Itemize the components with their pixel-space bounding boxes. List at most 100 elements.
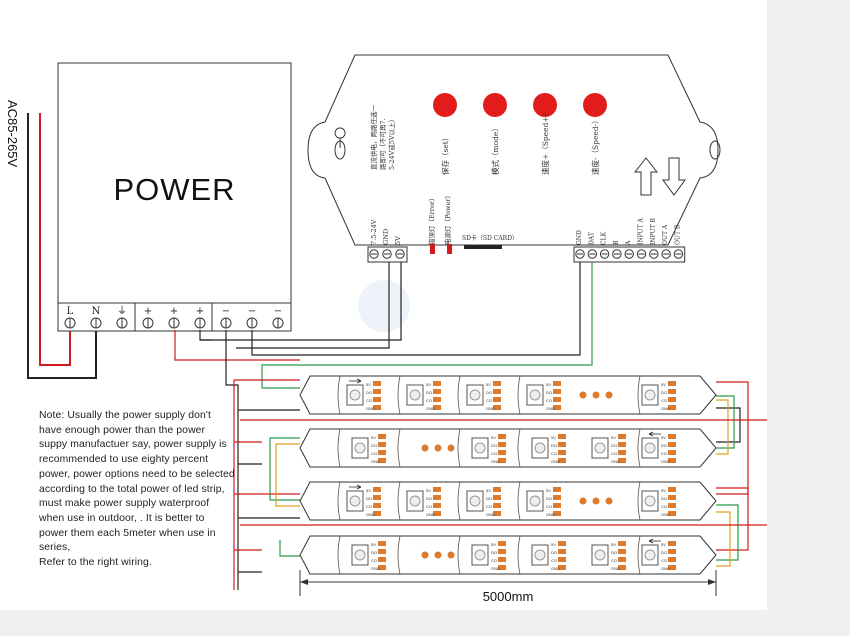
solder-pad [668,511,676,516]
solder-pad [558,541,566,546]
screw-terminal-icon [90,317,102,329]
screw-terminal-icon [649,249,659,259]
pin-label: DO [486,390,492,395]
solder-pad [668,503,676,508]
pin-label: GND [486,406,495,411]
pin-label: 5V [546,382,551,387]
solder-pad [433,405,441,410]
pin-label: CO [491,451,497,456]
pin-label: DO [546,390,552,395]
led-chip [641,544,659,566]
led-chip [471,544,489,566]
ac-input-wires [27,113,97,379]
pin-label: DO [426,496,432,501]
led-chip [346,384,364,406]
screw-terminal-icon [612,249,622,259]
pin-label: GND [661,406,670,411]
solder-pad [378,557,386,562]
power-supply [57,62,292,332]
continuation-dot [592,497,600,505]
screw-terminal-icon [369,249,379,259]
psu-terminal-label: − [274,306,282,317]
strip-length-label: 5000mm [482,589,534,604]
sd-card-label: SD卡（SD CARD） [462,234,518,242]
screw-terminal-icon [575,249,585,259]
solder-pad [378,549,386,554]
arrow-up-icon [633,157,659,196]
solder-pad [558,442,566,447]
pin-label: GND [546,512,555,517]
led-chip [526,490,544,512]
pin-label: 5V [371,542,376,547]
pin-label: CO [491,558,497,563]
psu-terminal-label: − [248,306,256,317]
solder-pad [498,565,506,570]
continuation-dot [434,444,442,452]
indicator-leds [430,244,452,254]
led-chip [641,437,659,459]
psu-terminal-label: ⏚ [117,305,127,317]
solder-pad [668,405,676,410]
controller-button[interactable] [583,93,607,117]
power-terminal-label: 7.5-24V [370,219,378,245]
pin-label: GND [426,512,435,517]
ac-input-label: AC85-265V [5,100,20,168]
solder-pad [558,565,566,570]
solder-pad [668,557,676,562]
screw-terminal-icon [116,317,128,329]
solder-pad [668,458,676,463]
pin-label: 5V [491,435,496,440]
pin-label: 5V [546,488,551,493]
solder-pad [618,549,626,554]
pin-label: GND [491,566,500,571]
solder-pad [553,389,561,394]
pin-label: GND [366,406,375,411]
led-chip [641,490,659,512]
solder-pad [558,458,566,463]
led-chip [591,544,609,566]
psu-terminal-label: + [170,306,178,317]
controller-button[interactable] [433,93,457,117]
controller-button[interactable] [483,93,507,117]
continuation-dot [605,497,613,505]
signal-terminal-label: INPUT B [650,217,657,245]
solder-pad [618,442,626,447]
controller-button-label: 模式（mode） [490,124,500,175]
solder-pad [668,434,676,439]
pin-label: DO [366,390,372,395]
pin-label: 5V [611,542,616,547]
dimension-line [299,570,717,596]
pin-label: CO [366,504,372,509]
pin-label: CO [661,398,667,403]
solder-pad [493,487,501,492]
controller-signal-terminals [573,246,686,263]
controller-button[interactable] [533,93,557,117]
controller-box [307,54,721,246]
led-strip: 5VDOCOGND5VDOCOGND5VDOCOGND5VDOCOGND5VDO… [299,428,717,468]
solder-pad [553,381,561,386]
continuation-dot [579,391,587,399]
solder-pad [493,503,501,508]
pin-label: 5V [366,382,371,387]
led-strips: 5V DO CO GND 5V DO CO GND 5V DO CO GND 5V DO CO GND 5V DO… [299,375,717,575]
pin-label: 5V [486,382,491,387]
signal-terminal-label: INPUT A [638,217,645,245]
pin-label: GND [551,459,560,464]
direction-arrow-icon [648,538,661,544]
pin-label: CO [546,504,552,509]
pin-label: CO [371,451,377,456]
solder-pad [378,565,386,570]
pin-label: CO [551,558,557,563]
pin-label: DO [551,550,557,555]
pin-label: GND [366,512,375,517]
solder-pad [668,541,676,546]
supply-note-line: 5-24V或5V以上） [387,116,396,170]
pin-label: CO [486,398,492,403]
pin-label: GND [426,406,435,411]
continuation-dot [434,551,442,559]
continuation-dot [447,551,455,559]
led-strip: 5VDOCOGND5VDOCOGND5VDOCOGND5VDOCOGND5VDO… [299,535,717,575]
solder-pad [493,495,501,500]
controller-button-label: 速度+（Speed+） [540,109,550,175]
solder-pad [558,557,566,562]
